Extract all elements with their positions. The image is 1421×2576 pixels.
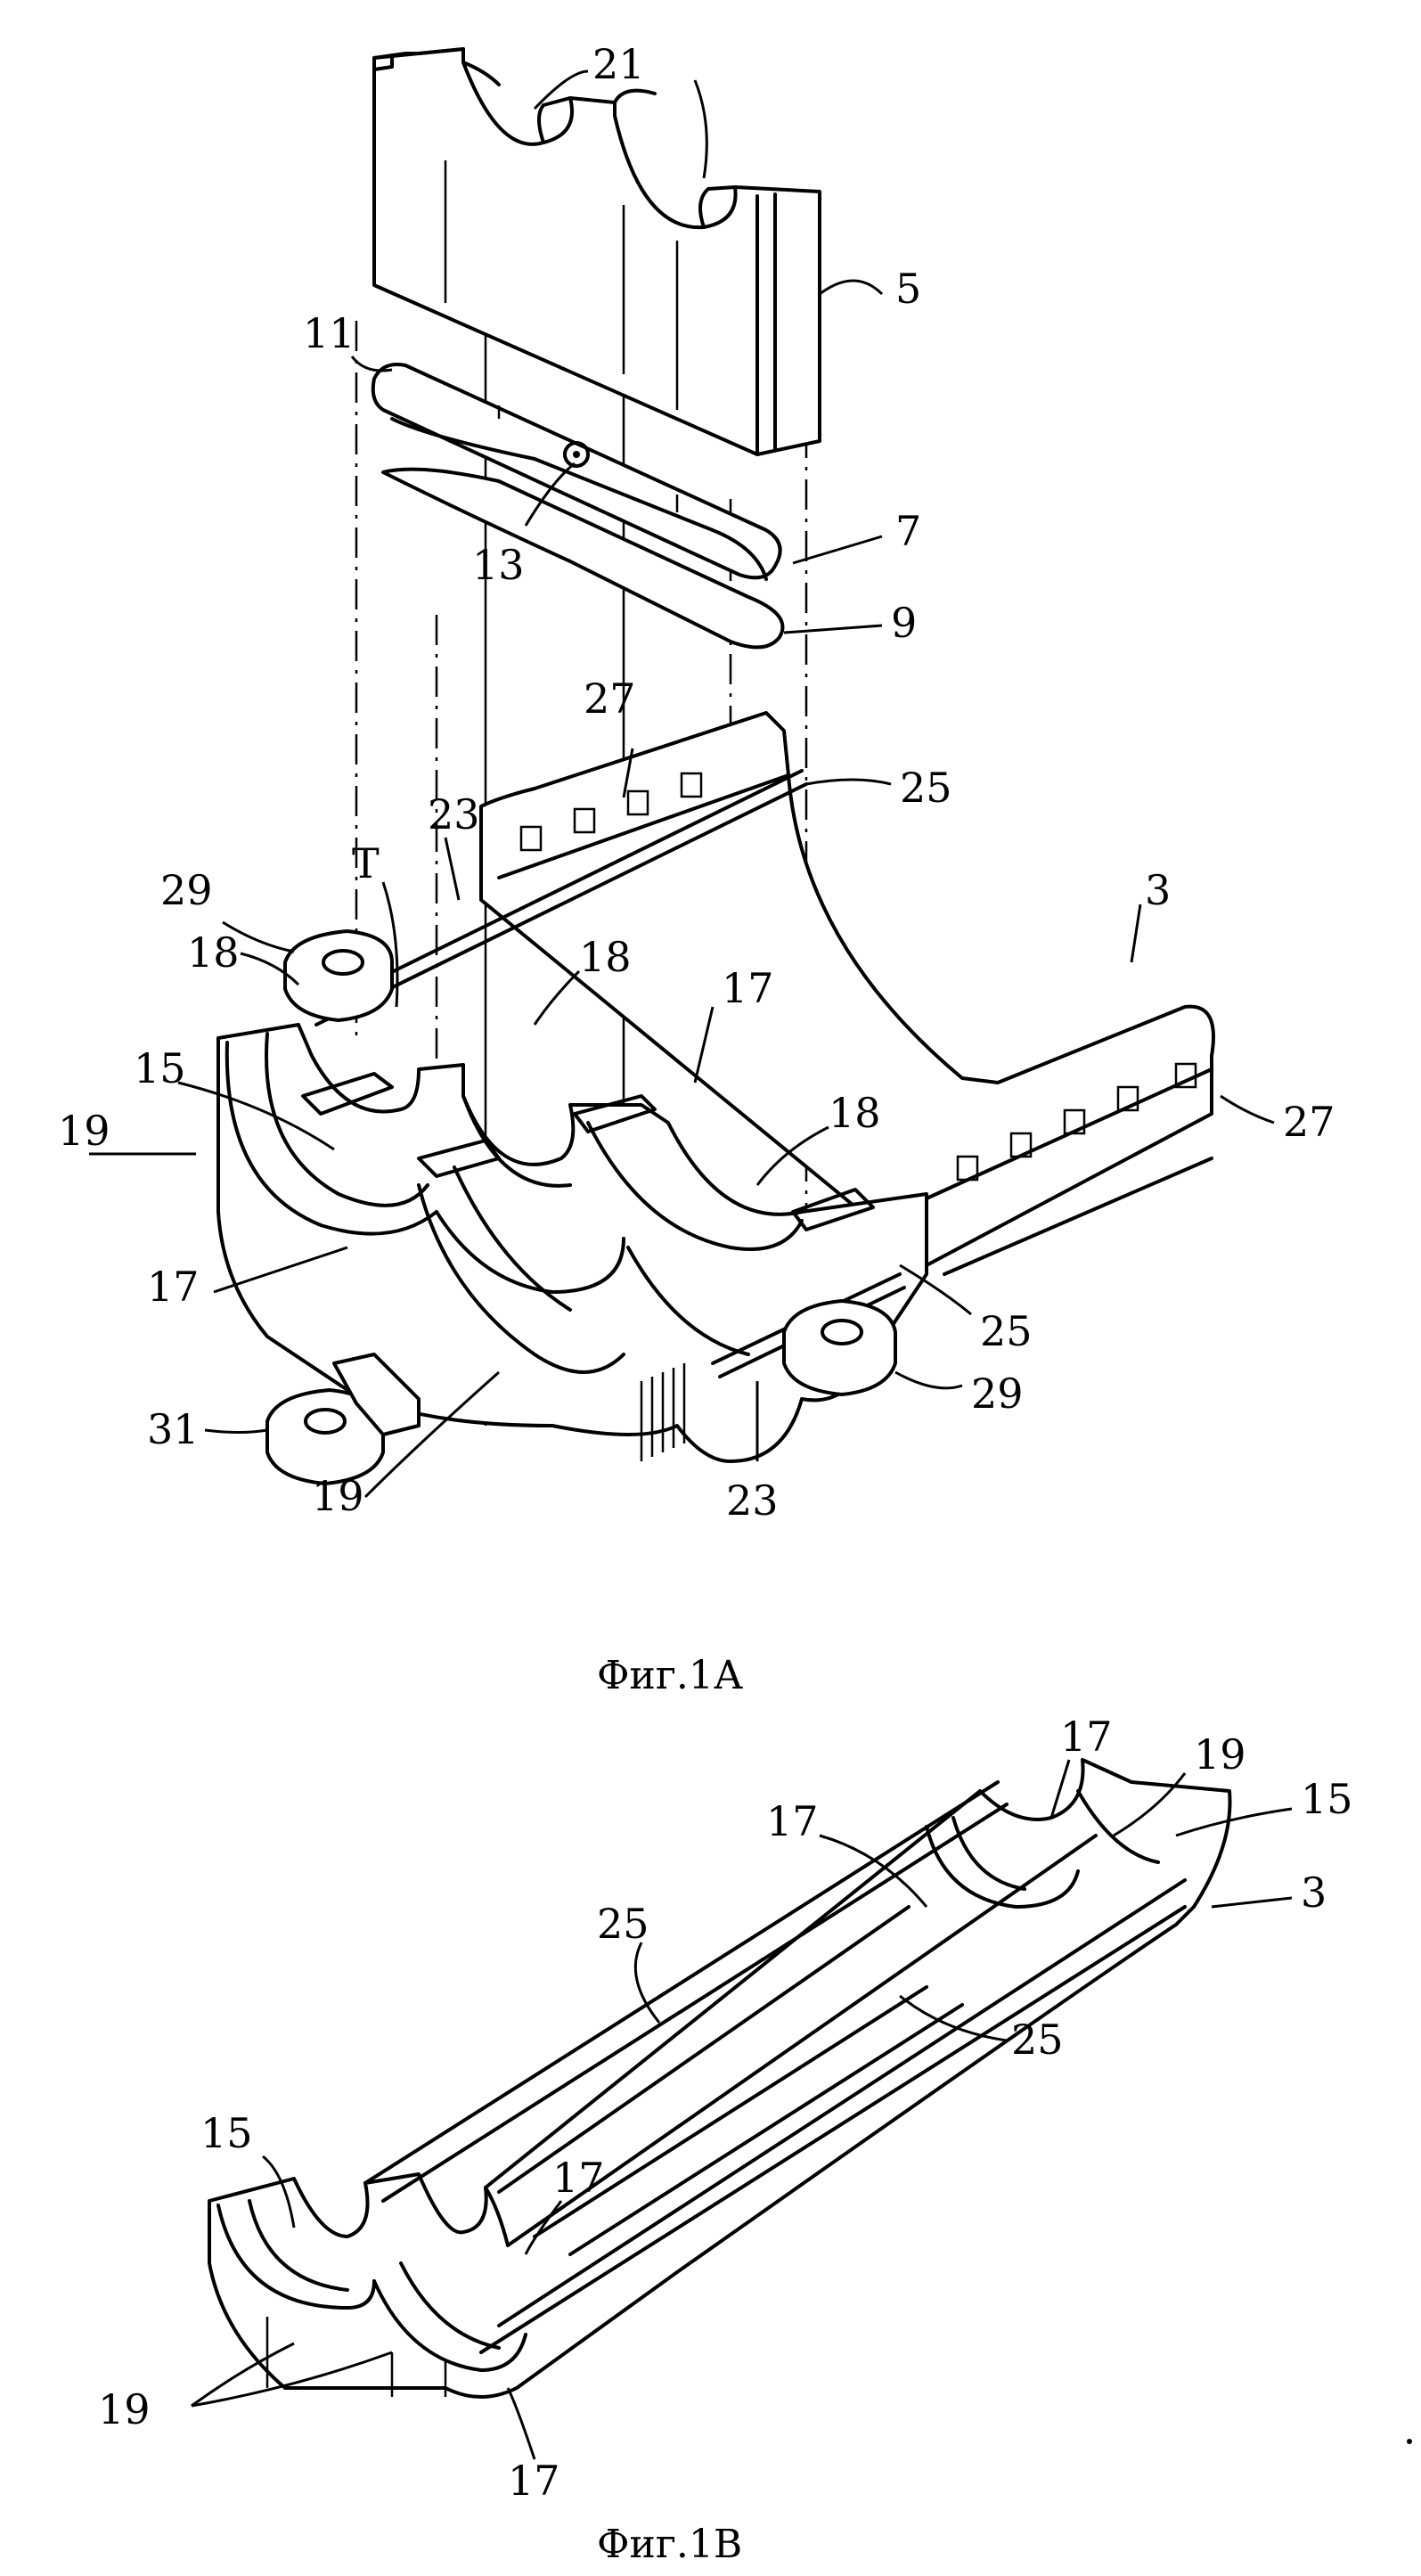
caption-fig-1b: Фиг.1В — [597, 2522, 742, 2567]
ear-lug-29-left — [285, 931, 392, 1020]
label-1a-5: 5 — [895, 265, 921, 313]
figure-1b: 17 19 15 17 3 25 25 15 17 19 17 Фиг.1В — [98, 1713, 1353, 2567]
label-1b-15-right: 15 — [1301, 1775, 1353, 1823]
label-1a-18-right: 18 — [829, 1089, 881, 1137]
label-1a-29-right: 29 — [971, 1370, 1024, 1418]
label-1a-29-left: 29 — [160, 866, 213, 914]
label-1b-15-left: 15 — [200, 2109, 253, 2157]
label-1b-17-top: 17 — [1060, 1713, 1113, 1761]
label-1b-25-right: 25 — [1011, 2016, 1064, 2064]
label-1b-19: 19 — [1194, 1730, 1246, 1779]
label-1a-18-top: 18 — [579, 933, 632, 981]
label-1a-15: 15 — [134, 1044, 186, 1092]
label-1b-19-left: 19 — [98, 2385, 151, 2433]
label-1a-31: 31 — [147, 1405, 200, 1453]
label-1a-27: 27 — [584, 675, 636, 723]
ear-lug-31 — [267, 1354, 419, 1484]
label-1a-T: T — [352, 839, 380, 887]
label-1a-18-left: 18 — [187, 928, 240, 977]
label-1b-25-left: 25 — [597, 1900, 649, 1948]
label-1a-25-right: 25 — [980, 1307, 1033, 1355]
label-1a-13: 13 — [472, 541, 525, 589]
label-1a-11: 11 — [303, 309, 355, 357]
label-1a-23: 23 — [428, 790, 480, 838]
label-1a-21: 21 — [592, 40, 645, 88]
ear-lug-29-right — [784, 1301, 895, 1394]
label-1a-9: 9 — [891, 599, 917, 647]
label-1a-17-top: 17 — [722, 964, 774, 1012]
stray-dot — [1407, 2439, 1412, 2444]
label-1a-17-left: 17 — [147, 1263, 200, 1311]
label-1a-27-right: 27 — [1283, 1098, 1335, 1146]
label-1a-25: 25 — [900, 764, 952, 812]
housing-3 — [218, 713, 1213, 1484]
label-1a-3: 3 — [1145, 866, 1171, 914]
label-1b-17-mid: 17 — [766, 1797, 819, 1845]
label-1a-7: 7 — [895, 507, 921, 555]
caption-fig-1a: Фиг.1А — [597, 1653, 743, 1698]
label-1b-17-bottom: 17 — [508, 2457, 560, 2505]
figure-1a: 21 5 11 7 13 9 27 25 23 T 29 18 — [58, 40, 1335, 1698]
label-1a-19-left: 19 — [58, 1107, 110, 1155]
label-1a-19-bottom: 19 — [312, 1472, 364, 1520]
label-1b-17-inner: 17 — [552, 2154, 605, 2202]
label-1b-3: 3 — [1301, 1869, 1327, 1917]
label-1a-23-bottom: 23 — [726, 1476, 779, 1525]
